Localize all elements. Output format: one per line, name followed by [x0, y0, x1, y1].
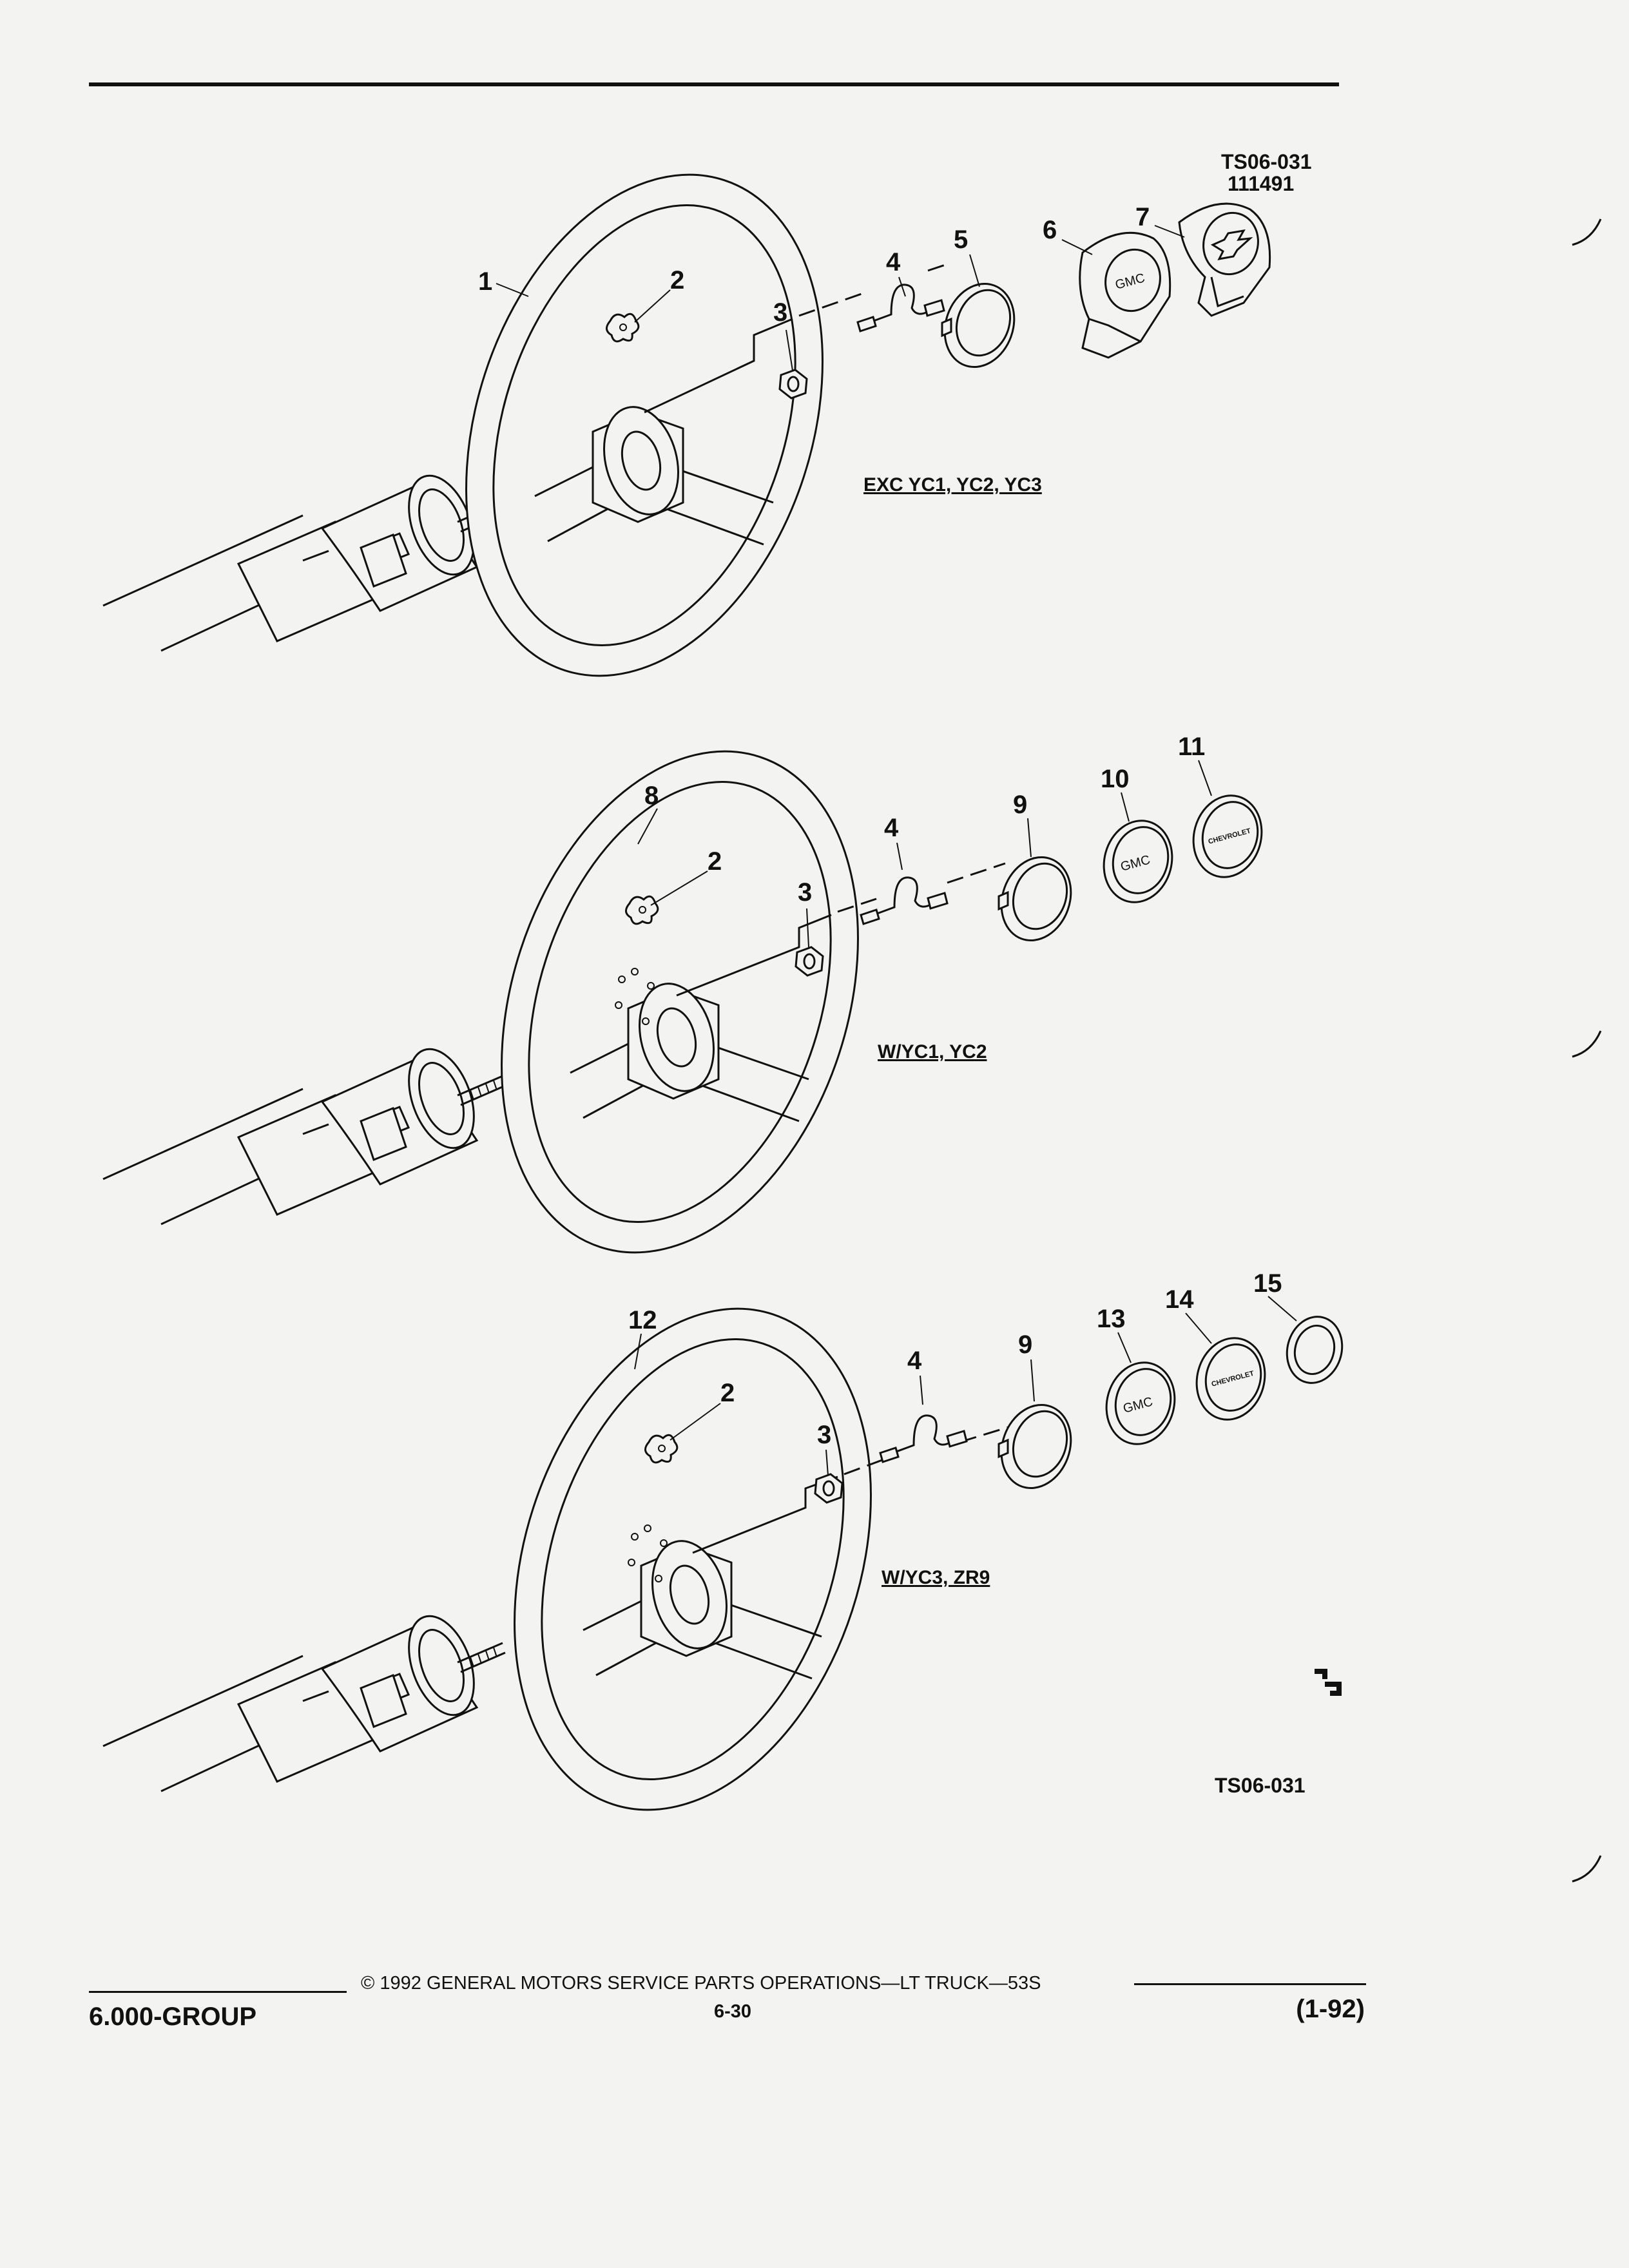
- callout-4: 4: [886, 248, 901, 276]
- gmc-horn-pad: GMC: [1079, 231, 1171, 359]
- binder-mark: [1572, 1855, 1602, 1883]
- callout-7: 7: [1135, 203, 1150, 231]
- footer-group: 6.000-GROUP: [89, 2003, 257, 2031]
- callout-5: 5: [954, 226, 968, 254]
- chevrolet-emblem: CHEVROLET: [1186, 1329, 1275, 1428]
- view-caption: W/YC3, ZR9: [882, 1567, 990, 1588]
- callout-4: 4: [907, 1347, 922, 1375]
- callout-6: 6: [1043, 216, 1057, 244]
- callout-9: 9: [1013, 791, 1027, 819]
- callout-13: 13: [1097, 1305, 1126, 1333]
- callout-14: 14: [1165, 1285, 1194, 1314]
- callout-3: 3: [798, 878, 812, 907]
- callout-2: 2: [708, 847, 722, 876]
- ref-date: 111491: [1228, 172, 1294, 195]
- callout-8: 8: [644, 782, 659, 810]
- callout-2: 2: [720, 1379, 735, 1407]
- bowtie-icon: [1210, 229, 1253, 261]
- bottom-ref-code: TS06-031: [1215, 1774, 1306, 1797]
- footer-date: (1-92): [1296, 1995, 1365, 2023]
- callout-12: 12: [628, 1306, 657, 1334]
- gmc-emblem: GMC: [1096, 1354, 1185, 1453]
- view-3: GMC CHEVROLET 12 2 3 4 9 13 14 15 W/YC3,…: [102, 1261, 1344, 1858]
- callout-4: 4: [884, 814, 899, 842]
- wheel-hub-splines: [615, 968, 655, 1025]
- view-caption: EXC YC1, YC2, YC3: [863, 474, 1042, 495]
- callout-1: 1: [478, 267, 492, 296]
- top-rule: [89, 82, 1339, 86]
- ref-code: TS06-031: [1221, 150, 1312, 173]
- footer-page-number: 6-30: [714, 2001, 752, 2022]
- footer-rule-right: [1134, 1983, 1366, 1985]
- callout-10: 10: [1101, 765, 1130, 793]
- footer-rule-left: [89, 1991, 347, 1993]
- view-1: GMC 1 2 3 4 5 6 7 EXC YC1, YC2, YC3: [102, 127, 1271, 724]
- footer-copyright: © 1992 GENERAL MOTORS SERVICE PARTS OPER…: [361, 1973, 1041, 1994]
- callout-3: 3: [773, 298, 787, 327]
- binder-mark: [1572, 218, 1602, 246]
- view-2: GMC CHEVROLET 8 2 3 4 9 10 11 W/YC1, YC2: [102, 704, 1272, 1300]
- callout-9: 9: [1018, 1331, 1032, 1359]
- callout-3: 3: [817, 1421, 831, 1449]
- binder-mark: [1572, 1030, 1602, 1058]
- gm-parts-logo-icon: [1315, 1669, 1342, 1696]
- view-caption: W/YC1, YC2: [878, 1041, 987, 1062]
- callout-15: 15: [1253, 1269, 1282, 1298]
- chevrolet-emblem: CHEVROLET: [1183, 787, 1272, 886]
- callout-11: 11: [1178, 733, 1205, 761]
- trim-ring: [1286, 1316, 1344, 1384]
- bowtie-horn-pad: [1178, 202, 1271, 317]
- callout-2: 2: [670, 266, 684, 294]
- gmc-emblem: GMC: [1094, 812, 1182, 911]
- wheel-hub-splines: [628, 1524, 668, 1582]
